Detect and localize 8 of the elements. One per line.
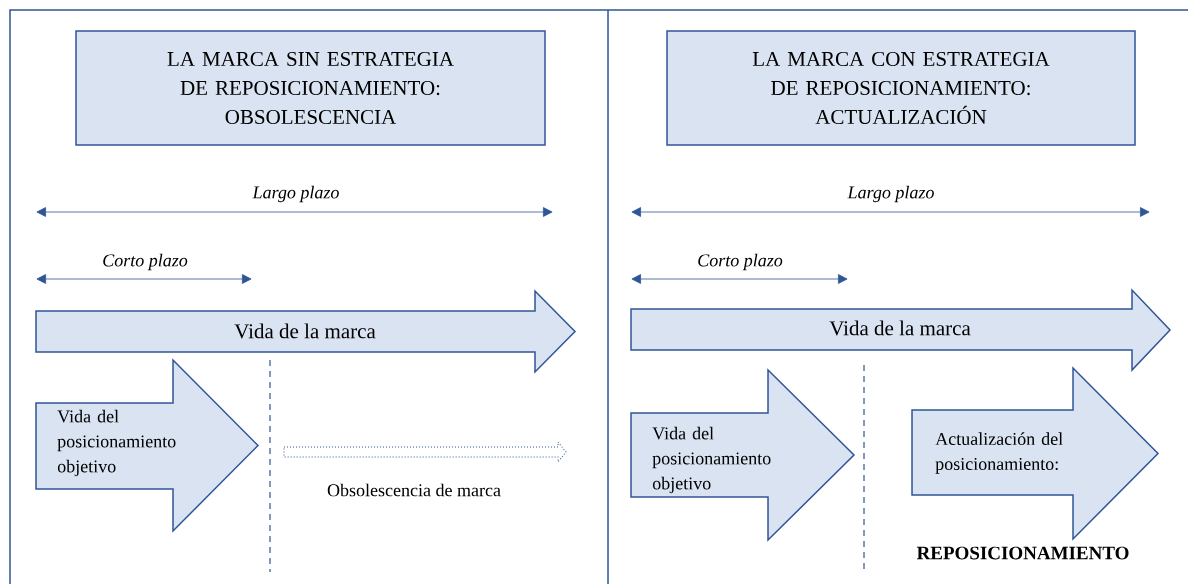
caption-text: REPOSICIONAMIENTO [916, 546, 1129, 560]
span-label: Corto plazo [103, 253, 188, 271]
title-box: LA MARCA CON ESTRATEGIA DE REPOSICIONAMIENTO: ACTUALIZACIÓN [666, 30, 1136, 146]
span-label: Largo plazo [847, 185, 934, 203]
arrow-label: Obsolescencia de marca [327, 483, 501, 497]
span-label: Largo plazo [252, 185, 339, 203]
span-label: Corto plazo [698, 253, 783, 271]
title-box: LA MARCA SIN ESTRATEGIA DE REPOSICIONAMIENTO: OBSOLESCENCIA [75, 30, 546, 146]
